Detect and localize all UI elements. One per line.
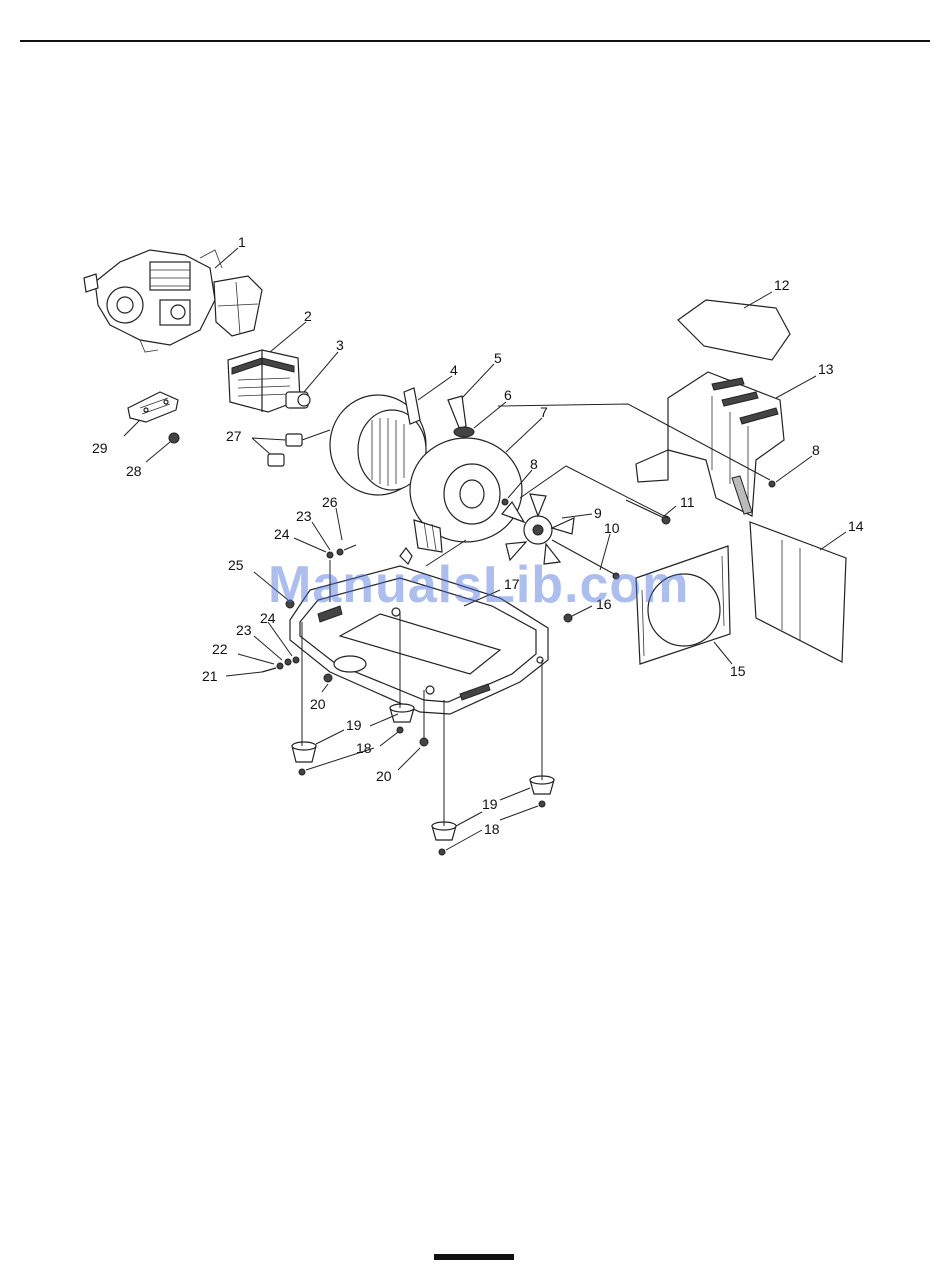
page-number-bar: [434, 1254, 514, 1260]
callout-28: 28: [126, 463, 142, 479]
callout-15: 15: [730, 663, 746, 679]
callout-22: 22: [212, 641, 228, 657]
callout-8-right: 8: [812, 442, 820, 458]
part-9-fan: [502, 494, 574, 564]
callout-1: 1: [238, 234, 246, 250]
part-24-washer-lower: [293, 657, 299, 663]
callout-21: 21: [202, 668, 218, 684]
callout-20-right: 20: [376, 768, 392, 784]
watermark: ManualsLib.com: [268, 555, 689, 615]
callout-7: 7: [540, 404, 548, 420]
part-5-tube: [448, 396, 466, 430]
part-29-bracket: [128, 392, 178, 422]
callout-18-right: 18: [484, 821, 500, 837]
callout-24-upper: 24: [274, 526, 290, 542]
callout-5: 5: [494, 350, 502, 366]
callout-12: 12: [774, 277, 790, 293]
part-13-enclosure: [636, 372, 784, 516]
callout-19-left: 19: [346, 717, 362, 733]
callout-26: 26: [322, 494, 338, 510]
callout-14: 14: [848, 518, 864, 534]
part-28-nut: [169, 433, 179, 443]
callout-23-upper: 23: [296, 508, 312, 524]
part-7-blower-housing: [410, 438, 522, 552]
callout-9: 9: [594, 505, 602, 521]
callout-29: 29: [92, 440, 108, 456]
callout-8-left: 8: [530, 456, 538, 472]
feet-and-bolts: [292, 704, 554, 855]
callout-19-right: 19: [482, 796, 498, 812]
callout-27: 27: [226, 428, 242, 444]
part-14-side-panel: [750, 522, 846, 662]
callout-25: 25: [228, 557, 244, 573]
part-27-connectors: [268, 430, 330, 466]
part-22-washer: [277, 663, 283, 669]
callout-18-left: 18: [356, 740, 372, 756]
callout-2: 2: [304, 308, 312, 324]
callout-11: 11: [680, 494, 695, 510]
callout-20-left: 20: [310, 696, 326, 712]
callout-6: 6: [504, 387, 512, 403]
part-1-engine: [84, 250, 262, 352]
part-16-nut: [564, 614, 572, 622]
part-11-bolt: [626, 500, 670, 524]
part-3-shaft: [286, 392, 310, 408]
callout-13: 13: [818, 361, 834, 377]
part-12-panel: [678, 300, 790, 360]
part-6-grommet: [454, 427, 474, 437]
part-23-washer-lower: [285, 659, 291, 665]
callout-4: 4: [450, 362, 458, 378]
callout-23-lower: 23: [236, 622, 252, 638]
callout-10: 10: [604, 520, 620, 536]
callout-3: 3: [336, 337, 344, 353]
